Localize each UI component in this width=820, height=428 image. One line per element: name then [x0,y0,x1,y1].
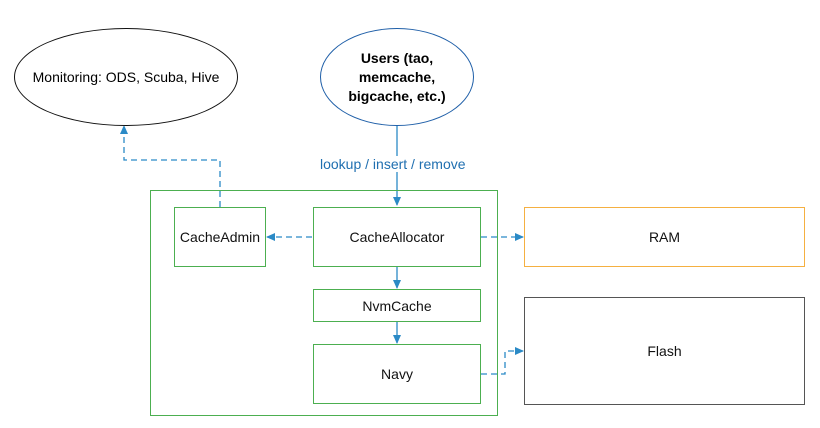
cachelib-container [150,190,498,416]
cache-admin-node: CacheAdmin [174,207,266,267]
ram-node: RAM [524,207,805,267]
monitoring-node: Monitoring: ODS, Scuba, Hive [14,28,238,126]
nvm-cache-label: NvmCache [362,297,432,314]
nvm-cache-node: NvmCache [313,289,481,322]
users-label: Users (tao, memcache, bigcache, etc.) [348,49,446,104]
navy-node: Navy [313,344,481,404]
edge-navy-to-flash [481,347,524,375]
flash-label: Flash [647,343,682,359]
ram-label: RAM [648,229,681,245]
cache-allocator-label: CacheAllocator [349,229,445,245]
flash-node: Flash [524,297,805,405]
cache-allocator-node: CacheAllocator [313,207,481,267]
edge-admin-to-monitoring [120,125,221,207]
edge-label-lookup-insert-remove: lookup / insert / remove [318,156,468,172]
monitoring-label: Monitoring: ODS, Scuba, Hive [32,69,220,85]
navy-label: Navy [381,366,413,382]
cache-admin-label: CacheAdmin [179,229,261,245]
users-node: Users (tao, memcache, bigcache, etc.) [320,28,474,126]
